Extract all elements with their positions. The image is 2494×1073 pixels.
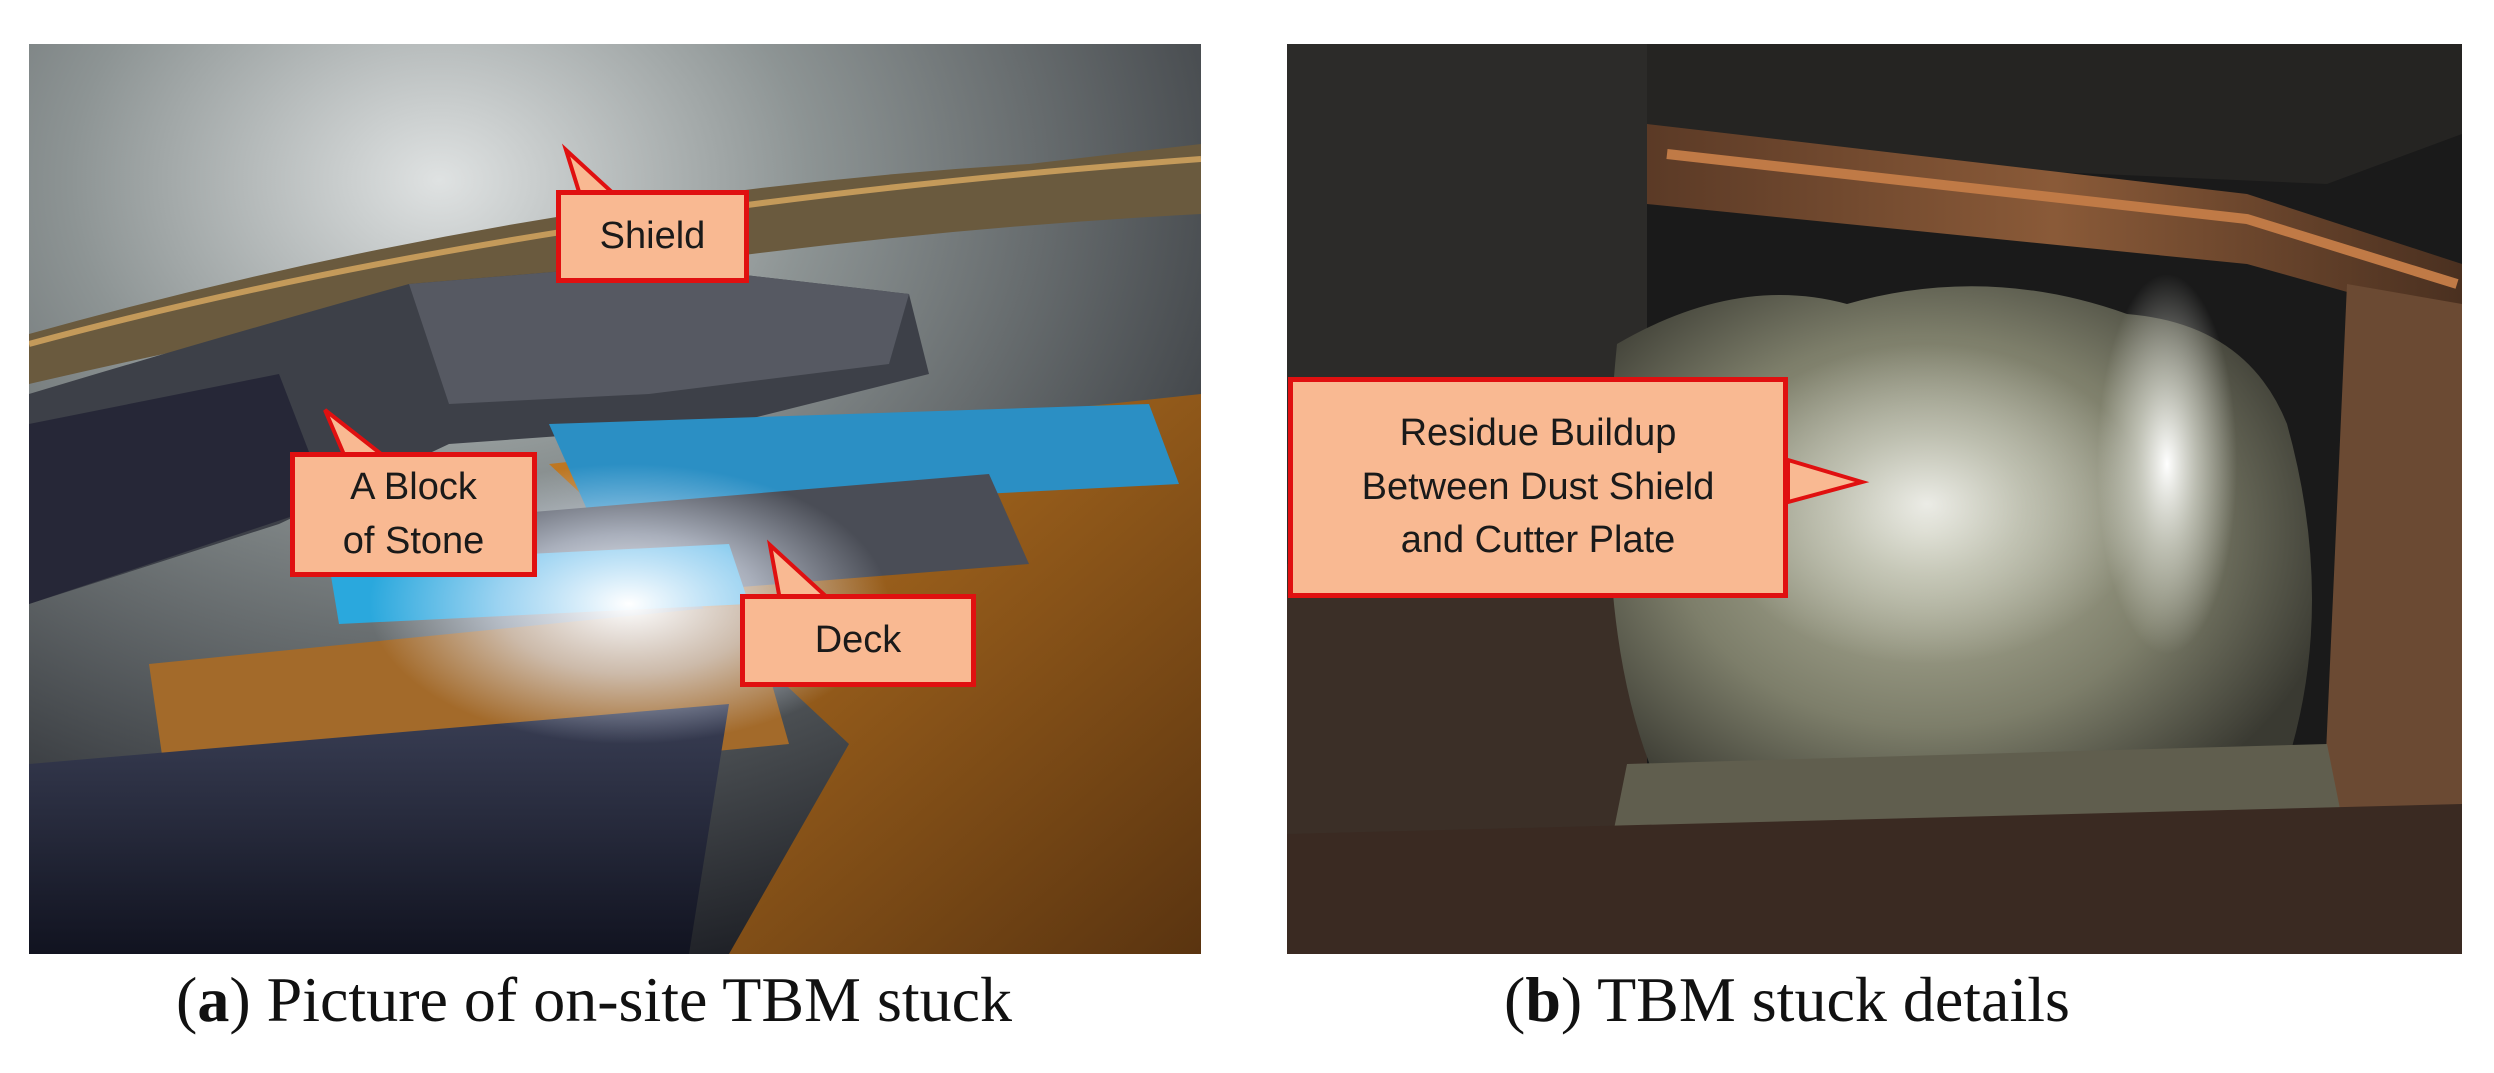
caption-a-letter: a bbox=[197, 964, 230, 1035]
photo-a-scene bbox=[29, 44, 1201, 954]
label-shield: Shield bbox=[556, 190, 749, 283]
label-residue-buildup: Residue Buildup Between Dust Shield and … bbox=[1288, 377, 1788, 598]
caption-a-text: Picture of on-site TBM stuck bbox=[266, 964, 1013, 1035]
caption-a: (a) Picture of on-site TBM stuck bbox=[176, 964, 1013, 1035]
label-deck: Deck bbox=[740, 594, 976, 687]
caption-b-text: TBM stuck details bbox=[1597, 964, 2070, 1035]
caption-b: (b) TBM stuck details bbox=[1504, 964, 2070, 1035]
photo-tbm-stuck bbox=[29, 44, 1201, 954]
caption-b-letter: b bbox=[1525, 964, 1561, 1035]
label-block-of-stone: A Block of Stone bbox=[290, 452, 537, 577]
